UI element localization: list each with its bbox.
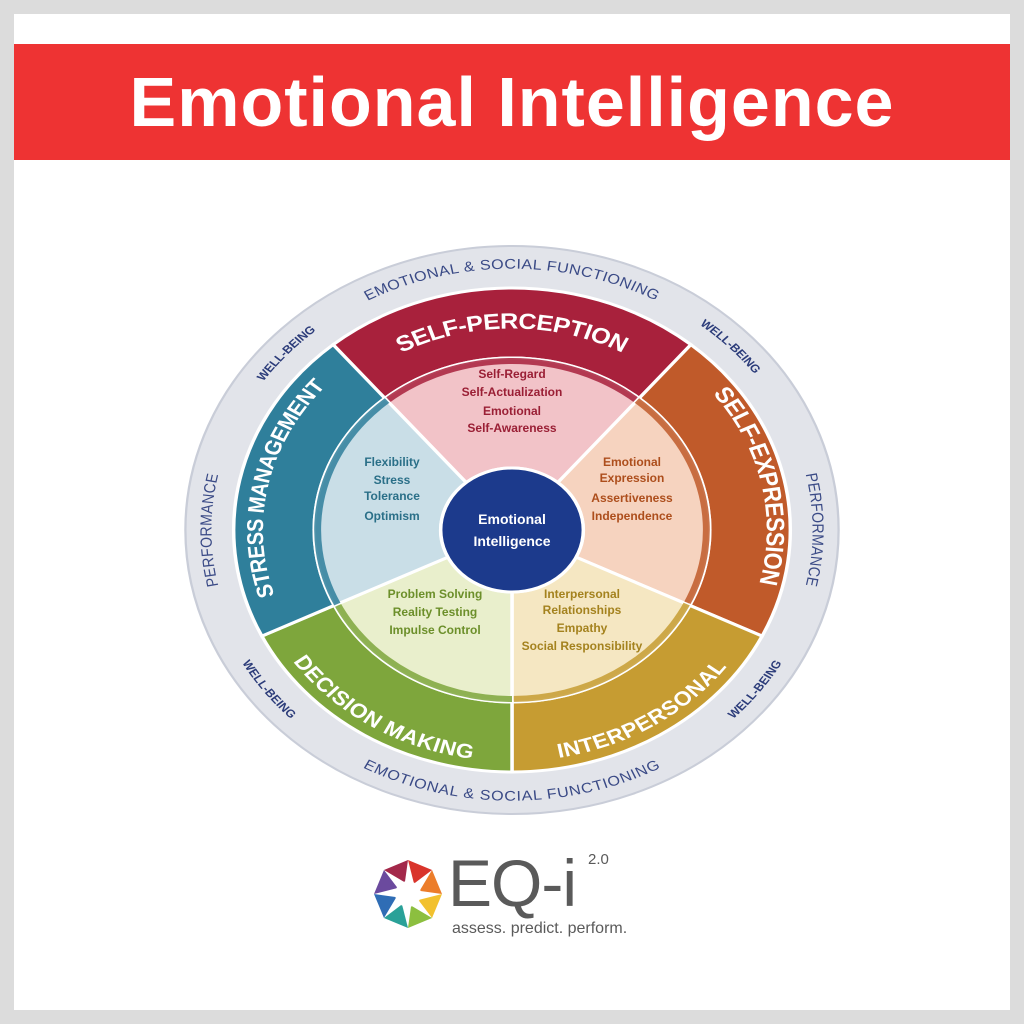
competency-label: Emotional [483, 404, 541, 418]
sector-self-perception [330, 286, 694, 485]
title-banner: Emotional Intelligence [14, 44, 1010, 160]
competency-labels: Self-RegardSelf-ActualizationEmotionalSe… [364, 367, 673, 653]
pinwheel-blade [374, 894, 397, 919]
sector-stress-management [231, 342, 469, 639]
competency-label: Empathy [557, 621, 608, 635]
competency-label: Self-Actualization [462, 385, 563, 399]
competency-label: Impulse Control [389, 623, 480, 637]
sector-divider-ring [334, 602, 512, 702]
competency-label: Self-Regard [478, 367, 545, 381]
pinwheel-blade [383, 860, 408, 883]
competency-label: Independence [592, 509, 673, 523]
sector-divider-ring [384, 357, 640, 403]
competency-label: Reality Testing [393, 605, 477, 619]
logo-version: 2.0 [588, 851, 609, 868]
sector-divider-ring [634, 398, 710, 606]
competency-label: Self-Awareness [467, 421, 556, 435]
sector-divider-ring [512, 602, 690, 702]
pinwheel-blade [418, 894, 442, 919]
logo-name: EQ-i [448, 846, 577, 920]
wheel-shapes [184, 245, 840, 815]
competency-label: Social Responsibility [522, 639, 643, 653]
pinwheel-blade [419, 869, 442, 894]
pinwheel-blade [408, 905, 433, 928]
eqi-logo: EQ-i 2.0 assess. predict. perform. [372, 850, 702, 944]
pinwheel-blade [408, 860, 433, 884]
competency-label: Flexibility [364, 455, 420, 469]
center-label: Intelligence [473, 533, 550, 549]
competency-label: Optimism [364, 509, 419, 523]
competency-label: Assertiveness [591, 491, 673, 505]
logo-tagline: assess. predict. perform. [452, 920, 628, 937]
pinwheel-blade [374, 869, 398, 894]
page-title: Emotional Intelligence [129, 63, 895, 141]
pinwheel-blade [383, 904, 408, 928]
pinwheel-center [395, 881, 421, 907]
center-label: Emotional [478, 511, 546, 527]
sector-divider-ring [314, 398, 390, 606]
center-circle [438, 466, 586, 594]
pinwheel-logo-icon [374, 860, 442, 928]
competency-label: Problem Solving [388, 587, 483, 601]
